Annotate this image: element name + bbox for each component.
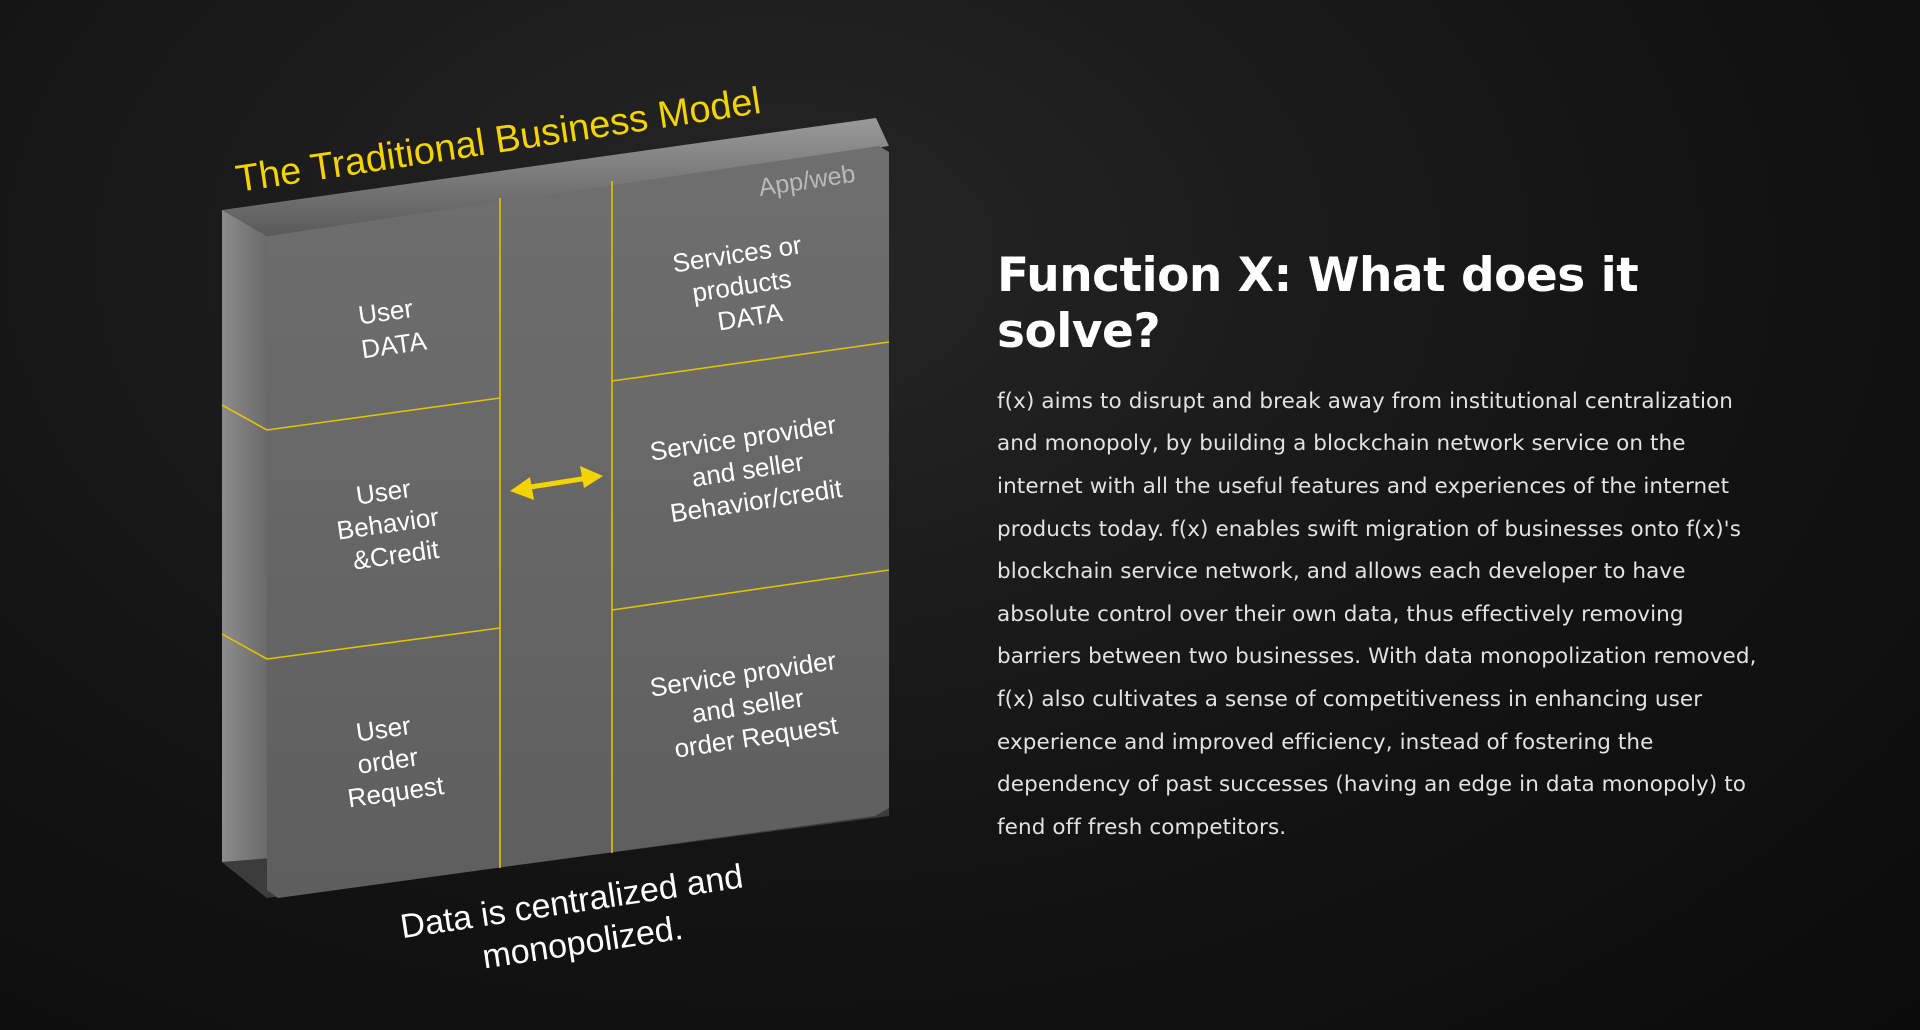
diagram-caption: Data is centralized and monopolized. xyxy=(398,856,761,988)
left-column-cell-3: User order Request xyxy=(337,707,447,814)
slab-face xyxy=(267,146,889,898)
article-body: f(x) aims to disrupt and break away from… xyxy=(997,388,1757,840)
right-divider-1 xyxy=(611,341,890,382)
article-heading: Function X: What does it solve? xyxy=(997,248,1639,360)
right-divider-2 xyxy=(611,569,890,611)
traditional-business-model-diagram: The Traditional Business Model App/web U… xyxy=(221,80,890,988)
grid-lines xyxy=(221,181,890,868)
svg-text:User order: User order Request xyxy=(337,707,447,814)
left-divider-1 xyxy=(266,397,501,431)
slab-left-edge xyxy=(222,210,267,898)
svg-text:Data is centralized and: Data is centralized and monopolized. xyxy=(398,856,761,988)
slab-top-edge xyxy=(222,118,889,236)
edge-divider-2 xyxy=(221,633,268,660)
diagram-canvas: The Traditional Business Model App/web U… xyxy=(221,80,890,988)
article-section: Function X: What does it solve? f(x) aim… xyxy=(997,248,1757,849)
left-divider-2 xyxy=(266,627,501,660)
double-headed-arrow-icon xyxy=(510,466,603,500)
edge-divider-1 xyxy=(221,404,268,431)
